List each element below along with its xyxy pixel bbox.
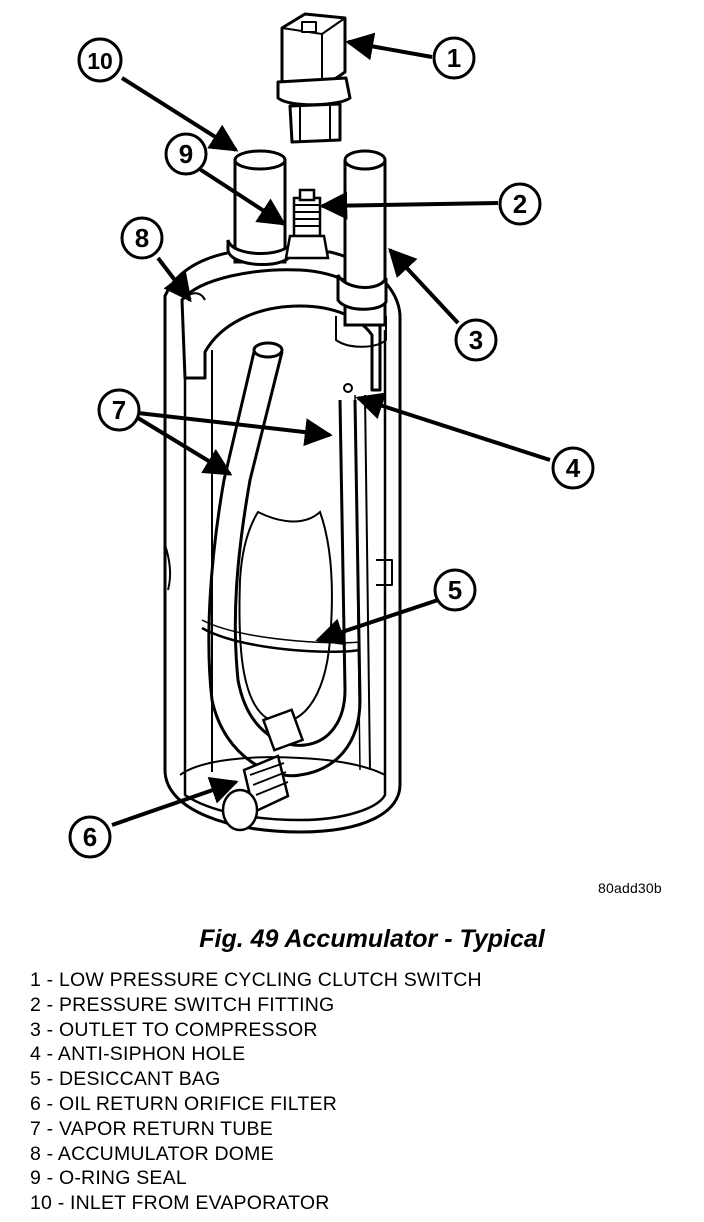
svg-text:5: 5 [448, 575, 462, 605]
svg-text:4: 4 [566, 453, 581, 483]
callout-8: 8 [120, 216, 164, 260]
legend-item: 2 - PRESSURE SWITCH FITTING [30, 993, 335, 1016]
desiccant-bag [201, 510, 361, 723]
anti-siphon-hole [343, 383, 353, 393]
svg-text:9: 9 [179, 139, 193, 169]
legend-item: 6 - OIL RETURN ORIFICE FILTER [30, 1092, 337, 1115]
svg-text:10: 10 [87, 48, 113, 74]
svg-text:3: 3 [469, 325, 483, 355]
figure-caption: Fig. 49 Accumulator - Typical [199, 925, 545, 953]
callout-9: 9 [164, 132, 208, 176]
figure-code: 80add30b [598, 880, 662, 896]
svg-text:7: 7 [112, 395, 126, 425]
outlet-tube [335, 149, 388, 348]
legend-item: 10 - INLET FROM EVAPORATOR [30, 1192, 330, 1215]
callout-1: 1 [432, 36, 476, 80]
callout-2: 2 [498, 182, 542, 226]
svg-text:1: 1 [447, 43, 461, 73]
callout-6: 6 [68, 815, 112, 859]
vapor-return-tube [207, 341, 362, 778]
svg-text:6: 6 [83, 822, 97, 852]
callout-4: 4 [551, 446, 595, 490]
svg-text:2: 2 [513, 189, 527, 219]
callout-5: 5 [433, 568, 477, 612]
accumulator-body [163, 250, 402, 834]
legend-item: 7 - VAPOR RETURN TUBE [30, 1117, 273, 1140]
clutch-switch [276, 12, 352, 144]
callout-3: 3 [454, 318, 498, 362]
legend-item: 5 - DESICCANT BAG [30, 1068, 221, 1091]
legend-item: 8 - ACCUMULATOR DOME [30, 1142, 274, 1165]
svg-text:8: 8 [135, 223, 149, 253]
legend-item: 4 - ANTI-SIPHON HOLE [30, 1043, 246, 1066]
legend-item: 9 - O-RING SEAL [30, 1167, 187, 1190]
callout-10: 10 [77, 37, 123, 83]
pressure-switch-fitting [284, 188, 330, 260]
parts-legend: 1 - LOW PRESSURE CYCLING CLUTCH SWITCH 2… [30, 968, 482, 1216]
oil-return-filter [221, 708, 305, 832]
callout-7: 7 [97, 388, 141, 432]
legend-item: 1 - LOW PRESSURE CYCLING CLUTCH SWITCH [30, 969, 482, 991]
legend-item: 3 - OUTLET TO COMPRESSOR [30, 1018, 318, 1041]
accumulator-diagram: 1 2 3 4 5 6 7 8 [68, 12, 595, 859]
leader-lines [111, 32, 551, 827]
